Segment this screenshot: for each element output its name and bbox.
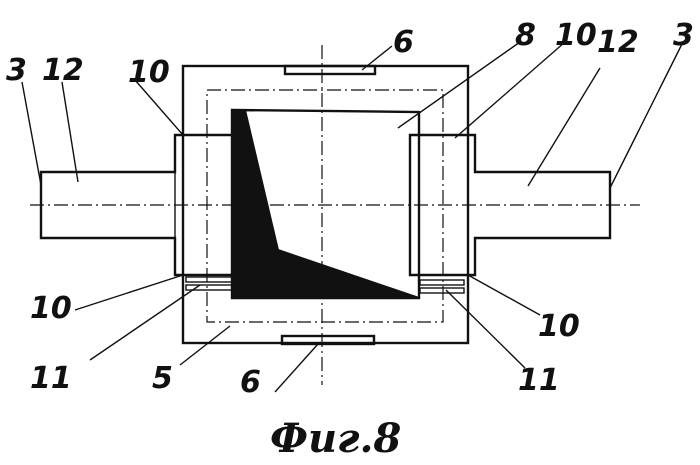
label-10-top-right: 10 <box>555 18 597 53</box>
label-3-right: 3 <box>673 18 694 53</box>
label-11-left: 11 <box>30 361 72 396</box>
label-6-top: 6 <box>393 25 414 60</box>
label-12-right: 12 <box>597 25 639 60</box>
label-10-top-left: 10 <box>128 55 170 90</box>
label-3-left: 3 <box>6 53 27 88</box>
figure-caption: Фиг.8 <box>270 415 401 462</box>
top-plate <box>285 66 375 74</box>
black-wedge <box>232 110 419 298</box>
label-10-bottom-left: 10 <box>30 291 72 326</box>
label-10-bottom-right: 10 <box>538 309 580 344</box>
label-5: 5 <box>152 361 173 396</box>
label-6-bottom: 6 <box>240 365 261 400</box>
label-12-left: 12 <box>42 53 84 88</box>
left-seal-upper <box>186 277 234 282</box>
leader-lines <box>22 42 683 392</box>
right-seal-lower <box>420 288 464 293</box>
right-seal-upper <box>420 280 464 285</box>
label-11-right: 11 <box>518 363 560 398</box>
label-8: 8 <box>515 18 536 53</box>
